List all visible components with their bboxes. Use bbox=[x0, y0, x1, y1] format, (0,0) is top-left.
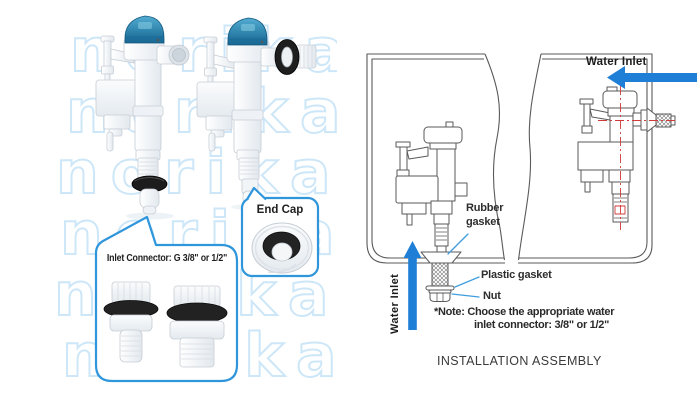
diagram-title: INSTALLATION ASSEMBLY bbox=[437, 354, 602, 368]
product-photo-valve-side-inlet bbox=[196, 17, 317, 210]
leader-lines bbox=[447, 233, 480, 298]
note-line-1: *Note: Choose the appropriate water bbox=[434, 306, 615, 318]
plastic-gasket-label: Plastic gasket bbox=[481, 269, 552, 281]
nut-label: Nut bbox=[483, 290, 501, 302]
inlet-connector-label: Inlet Connector: G 3/8" or 1/2" bbox=[106, 253, 228, 264]
tank-cutaway-left bbox=[366, 53, 506, 264]
wall-gasket bbox=[646, 107, 657, 133]
end-cap-photo bbox=[251, 222, 313, 274]
valve-body-drawing bbox=[577, 141, 634, 171]
watermark-text: norika bbox=[55, 138, 337, 208]
callout-tail bbox=[246, 186, 267, 201]
connector-photo-3-8 bbox=[103, 281, 159, 363]
water-inlet-arrow-up-icon bbox=[403, 241, 422, 330]
note-line-2: inlet connector: 3/8" or 1/2" bbox=[474, 319, 609, 331]
connector-shank bbox=[179, 337, 215, 368]
connector-photo-1-2 bbox=[166, 285, 228, 368]
end-cap-label: End Cap bbox=[256, 204, 304, 216]
torn-edge bbox=[484, 53, 506, 261]
valve-tip bbox=[139, 188, 160, 209]
rubber-gasket-part bbox=[420, 251, 462, 264]
valve-drawing-bottom-inlet bbox=[395, 121, 468, 302]
leader-plastic-gasket bbox=[454, 276, 480, 288]
centerlines bbox=[598, 86, 676, 230]
water-inlet-arrow-left-icon bbox=[607, 66, 697, 89]
nut-part bbox=[429, 292, 451, 302]
end-cap-callout bbox=[240, 186, 320, 278]
plastic-gasket-part bbox=[425, 285, 455, 291]
water-inlet-top-label: Water Inlet bbox=[586, 56, 647, 68]
float-cup-drawing bbox=[395, 175, 439, 204]
valve-body-column bbox=[134, 49, 162, 152]
valve-drawing-side-inlet bbox=[577, 86, 676, 223]
leader-nut bbox=[451, 293, 480, 298]
rubber-gasket-label: Rubber gasket bbox=[466, 202, 504, 228]
leader-rubber-gasket bbox=[447, 233, 469, 255]
torn-edge bbox=[517, 53, 542, 261]
threaded-shank bbox=[431, 262, 449, 287]
connector-gasket bbox=[166, 302, 228, 324]
valve-body-column bbox=[233, 51, 262, 154]
water-inlet-side-label: Water Inlet bbox=[389, 273, 401, 334]
tank-cutaway-right bbox=[517, 53, 653, 264]
inlet-connector-callout bbox=[94, 215, 239, 383]
product-photo-valve-bottom-inlet bbox=[95, 15, 190, 220]
reflection bbox=[126, 212, 174, 220]
